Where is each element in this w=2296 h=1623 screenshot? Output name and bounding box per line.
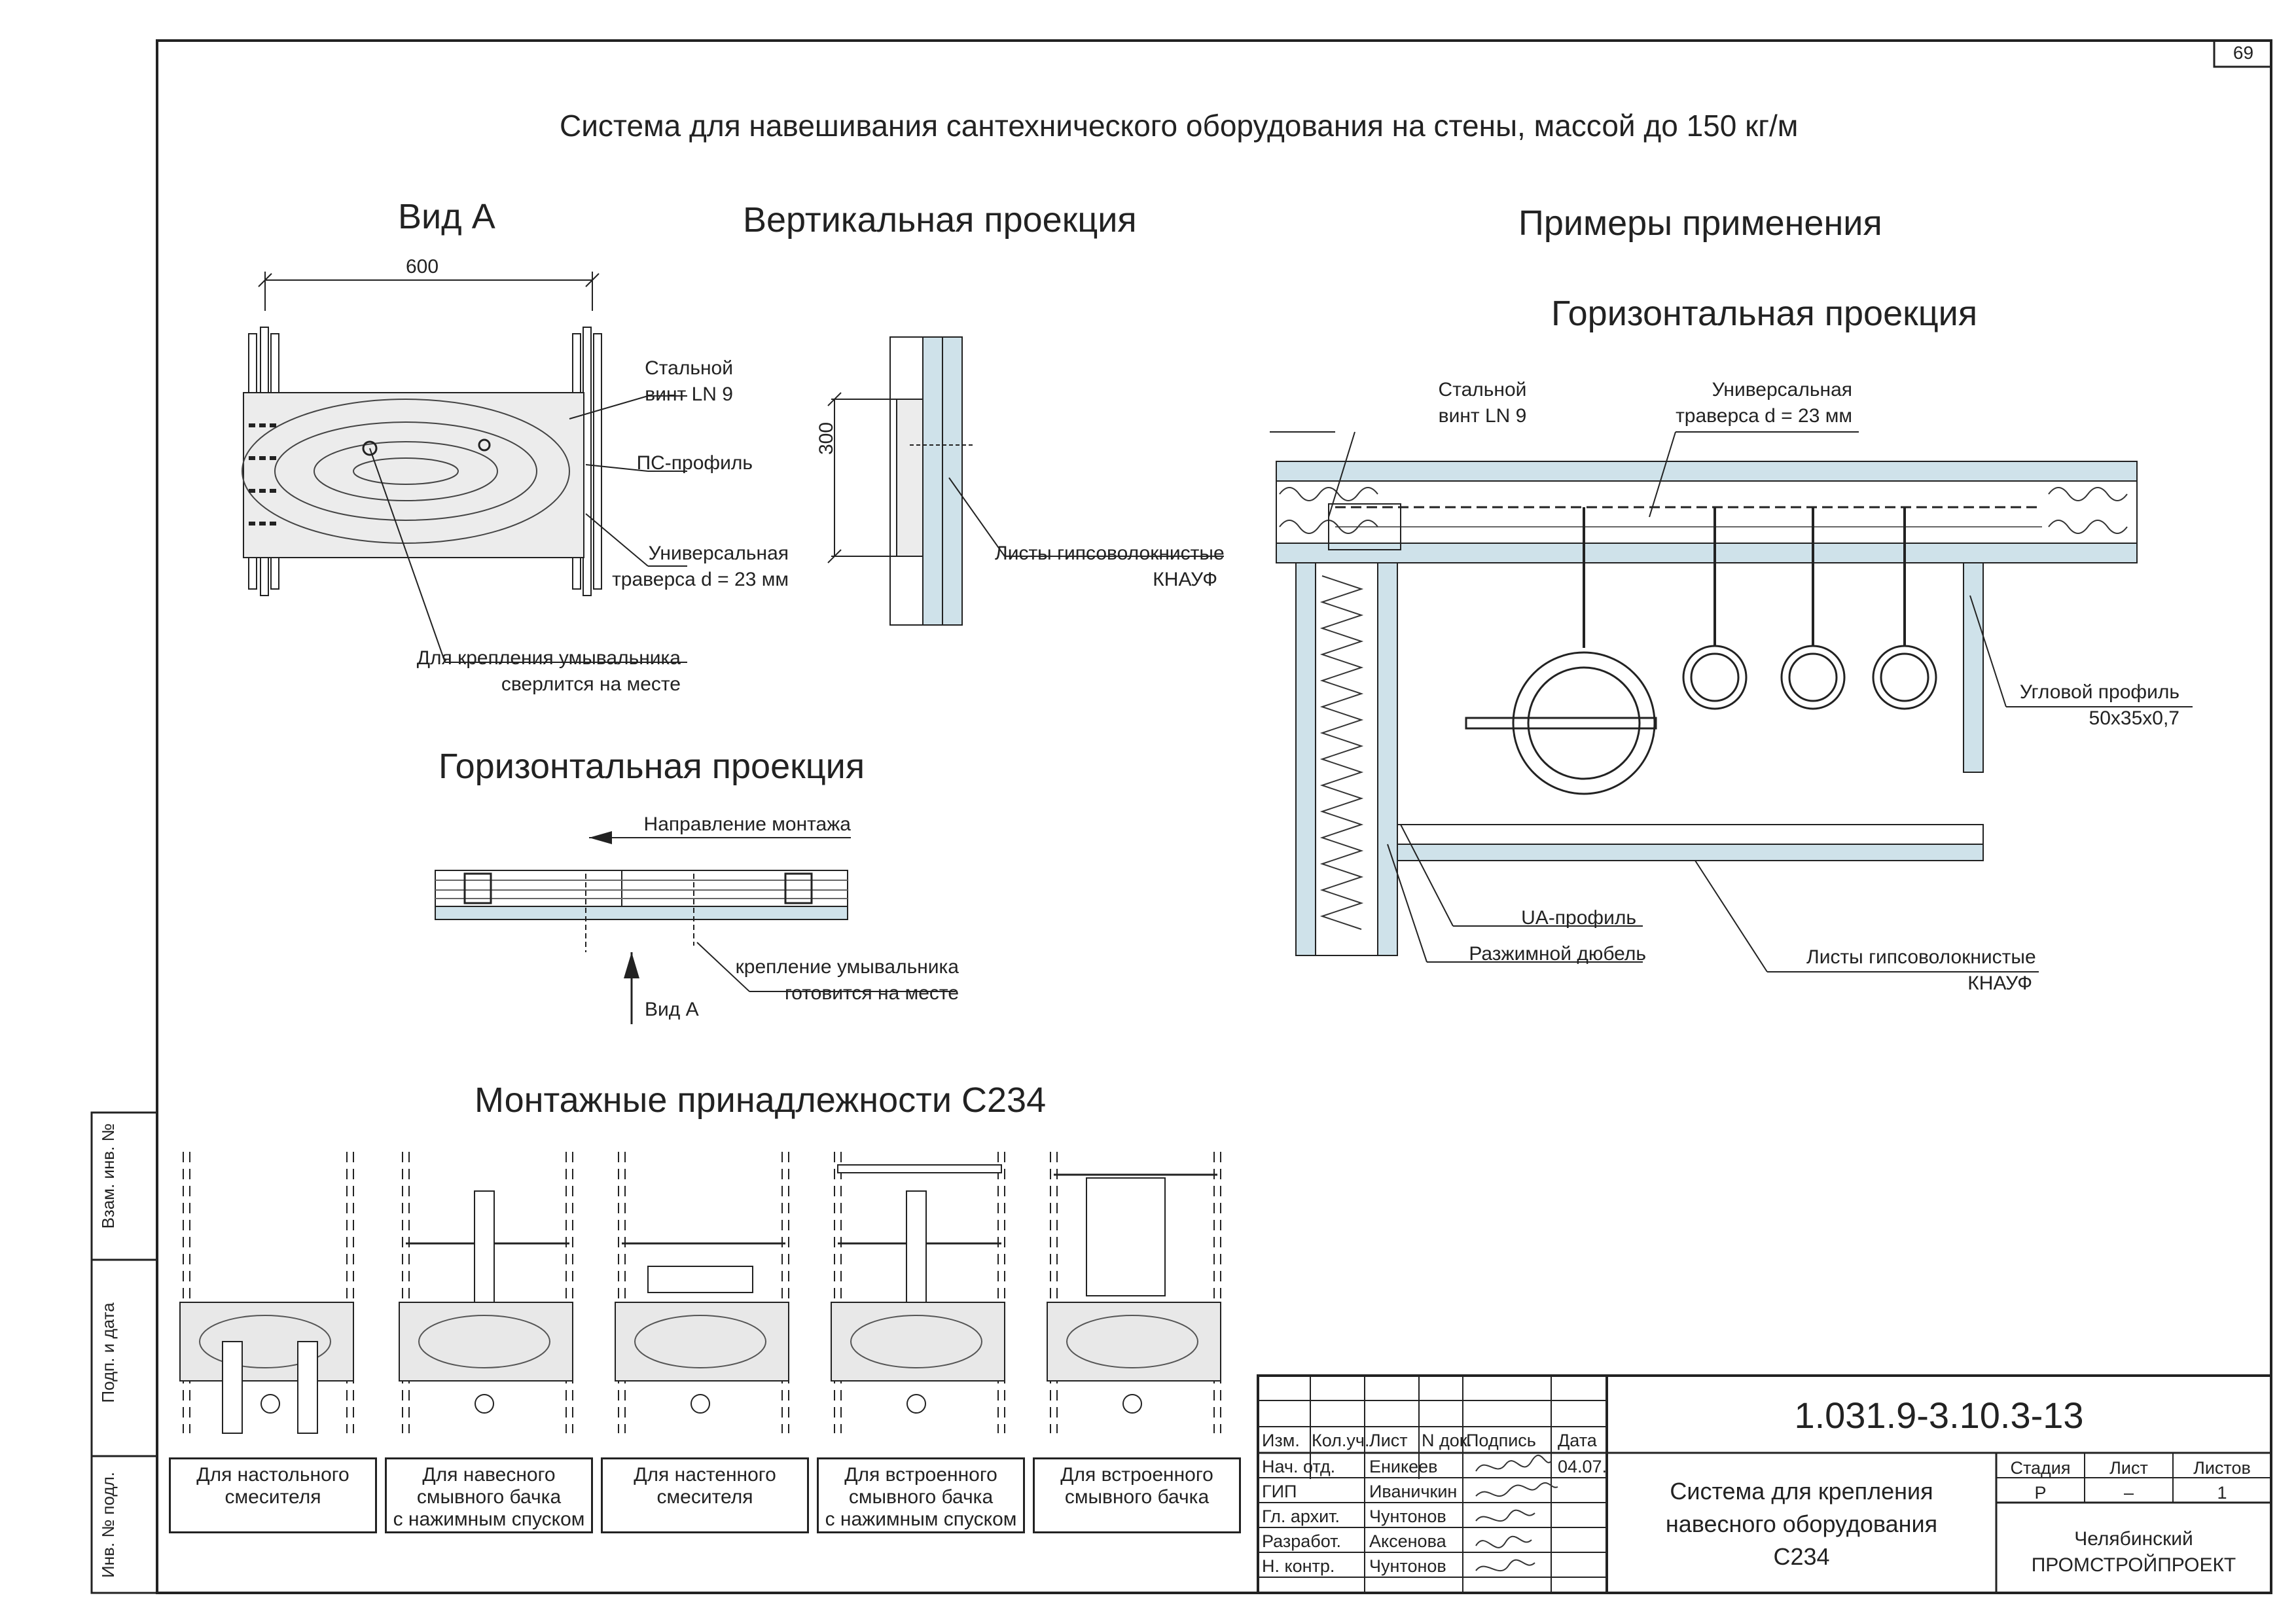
vertical-projection-drawing bbox=[827, 336, 1224, 626]
mounting-direction-label: Направление монтажа bbox=[643, 813, 851, 835]
accessory-3 bbox=[615, 1152, 789, 1433]
horizontal-projection-left-drawing bbox=[435, 831, 956, 1024]
accessory-caption-5-line1: Для встроенного bbox=[1060, 1464, 1213, 1486]
accessories-drawings bbox=[179, 1152, 1221, 1434]
view-a-crossbar-line2: траверса d = 23 мм bbox=[612, 569, 789, 590]
accessory-caption-4-line2: смывного бачка bbox=[848, 1486, 994, 1508]
tb-header-podpis: Подпись bbox=[1466, 1431, 1536, 1450]
examples-heading: Примеры применения bbox=[1518, 204, 1882, 243]
examples-crossbar-line2: траверса d = 23 мм bbox=[1676, 405, 1852, 427]
view-a-screw-line2: винт LN 9 bbox=[645, 383, 733, 405]
title-block-grid bbox=[1257, 1374, 2272, 1594]
accessory-caption-2-line3: с нажимным спуском bbox=[393, 1508, 585, 1530]
examples-ua-profile: UA-профиль bbox=[1521, 907, 1636, 929]
accessory-caption-2: Для навесного смывного бачка с нажимным … bbox=[385, 1457, 593, 1533]
tb-header-list: Лист bbox=[1369, 1431, 1408, 1450]
view-a-mark: Вид А bbox=[645, 999, 699, 1020]
view-a-heading: Вид А bbox=[398, 197, 495, 236]
accessory-caption-3-line1: Для настенного bbox=[634, 1464, 776, 1486]
accessory-caption-5: Для встроенного смывного бачка bbox=[1033, 1457, 1241, 1533]
tb-stage-header: Стадия bbox=[2010, 1458, 2071, 1478]
horizontal-projection-left-heading: Горизонтальная проекция bbox=[439, 747, 865, 786]
tb-role-1: Нач. отд. bbox=[1262, 1457, 1336, 1476]
tb-sheets: 1 bbox=[2217, 1483, 2227, 1503]
sheet-title: Система для навешивания сантехнического … bbox=[560, 109, 1799, 143]
tb-date-1: 04.07. bbox=[1558, 1457, 1607, 1476]
accessory-caption-3: Для настенного смесителя bbox=[601, 1457, 809, 1533]
tb-sheets-header: Листов bbox=[2193, 1458, 2251, 1478]
accessory-caption-3-line2: смесителя bbox=[656, 1486, 753, 1508]
washbasin-mount-line1: крепление умывальника bbox=[735, 956, 959, 978]
accessory-caption-1-line2: смесителя bbox=[224, 1486, 321, 1508]
tb-header-data: Дата bbox=[1558, 1431, 1597, 1450]
side-stamp-vzam: Взам. инв. № bbox=[98, 1123, 118, 1229]
tb-name-5: Чунтонов bbox=[1369, 1556, 1446, 1576]
tb-role-2: ГИП bbox=[1262, 1482, 1297, 1501]
accessories-heading: Монтажные принадлежности С234 bbox=[475, 1080, 1047, 1120]
accessory-5 bbox=[1047, 1152, 1221, 1433]
view-a-washbasin-line1: Для крепления умывальника bbox=[416, 647, 681, 669]
examples-drawing bbox=[1270, 431, 2193, 972]
tb-header-izm: Изм. bbox=[1262, 1431, 1300, 1450]
view-a-screw-line1: Стальной bbox=[645, 357, 733, 379]
accessory-caption-2-line1: Для навесного bbox=[422, 1464, 556, 1486]
org-line1: Челябинский bbox=[2074, 1528, 2193, 1550]
washbasin-mount-line2: готовится на месте bbox=[784, 982, 959, 1004]
examples-subheading: Горизонтальная проекция bbox=[1551, 294, 1978, 333]
accessory-caption-4-line1: Для встроенного bbox=[844, 1464, 997, 1486]
view-a-drawing bbox=[242, 272, 687, 663]
vertical-projection-sheets-line1: Листы гипсоволокнистые bbox=[995, 543, 1225, 564]
document-code: 1.031.9-3.10.3-13 bbox=[1794, 1395, 2084, 1436]
side-stamp-inv: Инв. № подл. bbox=[98, 1472, 118, 1578]
tb-role-5: Н. контр. bbox=[1262, 1556, 1335, 1576]
tb-name-4: Аксенова bbox=[1369, 1531, 1446, 1551]
doc-title-line1: Система для крепления bbox=[1670, 1478, 1933, 1505]
org-line2: ПРОМСТРОЙПРОЕКТ bbox=[2031, 1554, 2236, 1576]
tb-sheet-header: Лист bbox=[2109, 1458, 2148, 1478]
tb-header-ndok: N док. bbox=[1422, 1431, 1473, 1450]
side-stamp-podp: Подп. и дата bbox=[98, 1302, 118, 1403]
accessory-2 bbox=[399, 1152, 573, 1433]
tb-role-4: Разработ. bbox=[1262, 1531, 1341, 1551]
examples-screw-line1: Стальной bbox=[1438, 379, 1527, 401]
examples-angle-line2: 50х35х0,7 bbox=[2089, 707, 2179, 729]
vertical-projection-dimension: 300 bbox=[816, 421, 837, 455]
accessory-caption-5-line2: смывного бачка bbox=[1064, 1486, 1210, 1508]
tb-name-1: Еникеев bbox=[1369, 1457, 1438, 1476]
vertical-projection-sheets-line2: КНАУФ bbox=[1153, 569, 1217, 590]
examples-angle-line1: Угловой профиль bbox=[2019, 681, 2179, 703]
accessory-caption-4: Для встроенного смывного бачка с нажимны… bbox=[817, 1457, 1025, 1533]
accessory-caption-2-line2: смывного бачка bbox=[416, 1486, 562, 1508]
examples-screw-line2: винт LN 9 bbox=[1438, 405, 1527, 427]
view-a-crossbar-line1: Универсальная bbox=[648, 543, 789, 564]
tb-stage: Р bbox=[2034, 1483, 2047, 1503]
examples-dowel: Разжимной дюбель bbox=[1469, 943, 1646, 965]
examples-sheets-line1: Листы гипсоволокнистые bbox=[1806, 946, 2036, 968]
tb-name-2: Иваничкин bbox=[1369, 1482, 1458, 1501]
examples-crossbar-line1: Универсальная bbox=[1712, 379, 1852, 401]
accessory-1 bbox=[179, 1152, 354, 1434]
accessory-caption-1: Для настольного смесителя bbox=[169, 1457, 377, 1533]
doc-title-line2: навесного оборудования bbox=[1665, 1510, 1938, 1537]
accessory-4 bbox=[831, 1152, 1005, 1433]
view-a-profile: ПС-профиль bbox=[636, 452, 753, 474]
view-a-washbasin-line2: сверлится на месте bbox=[501, 673, 681, 695]
vertical-projection-heading: Вертикальная проекция bbox=[743, 200, 1137, 240]
examples-sheets-line2: КНАУФ bbox=[1967, 972, 2032, 994]
accessory-caption-1-line1: Для настольного bbox=[196, 1464, 350, 1486]
tb-header-kol: Кол.уч. bbox=[1312, 1431, 1370, 1450]
doc-title-line3: С234 bbox=[1773, 1543, 1830, 1570]
tb-role-3: Гл. архит. bbox=[1262, 1507, 1340, 1526]
tb-name-3: Чунтонов bbox=[1369, 1507, 1446, 1526]
tb-sheet: – bbox=[2123, 1483, 2134, 1503]
accessory-caption-4-line3: с нажимным спуском bbox=[825, 1508, 1017, 1530]
view-a-dimension: 600 bbox=[406, 256, 439, 277]
page-number: 69 bbox=[2233, 43, 2254, 63]
